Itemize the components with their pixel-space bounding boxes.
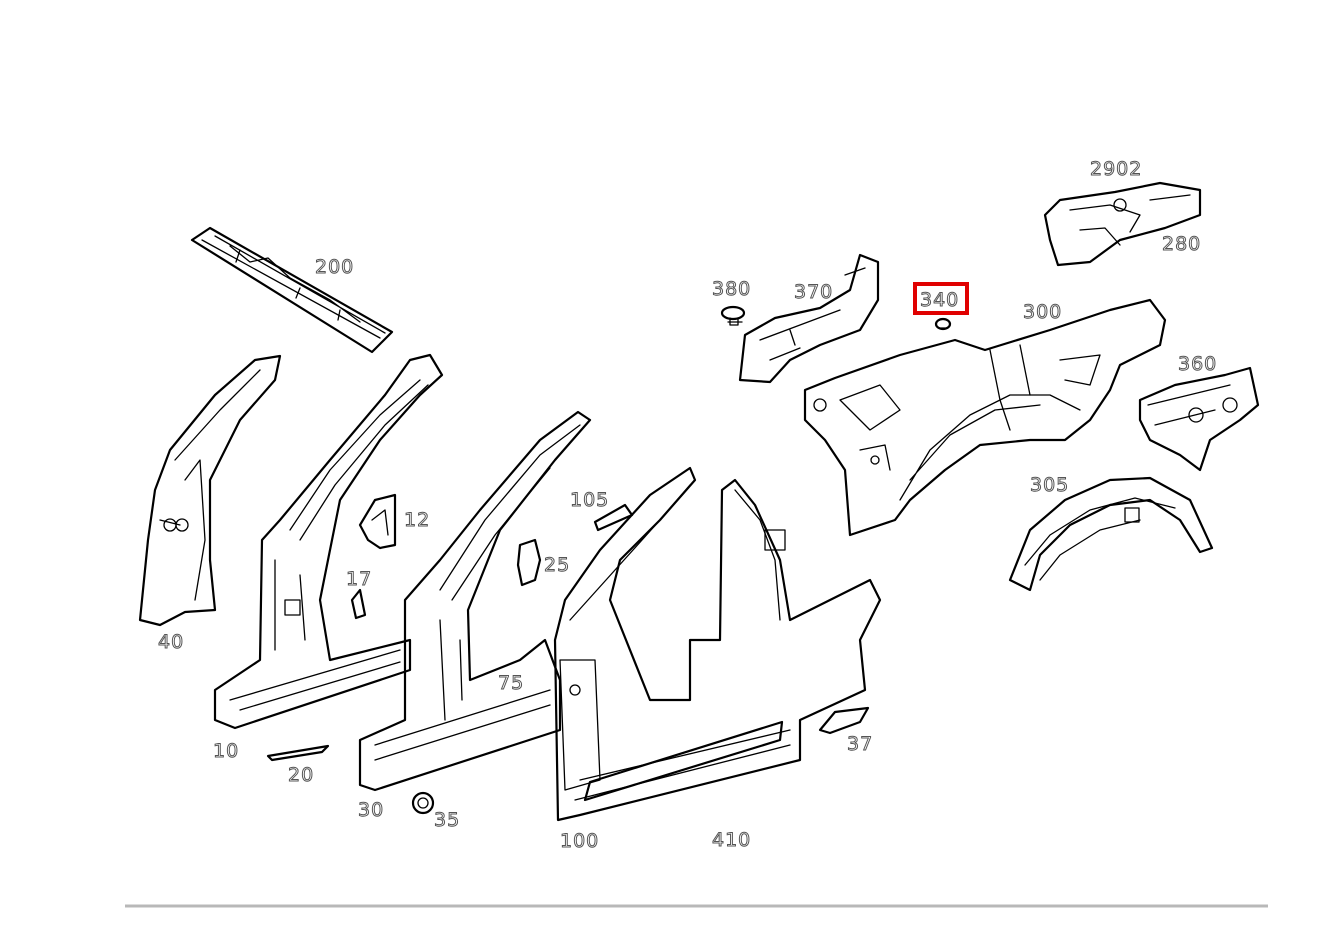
callout-300[interactable]: 300 [1023, 301, 1062, 324]
callout-370[interactable]: 370 [794, 281, 833, 304]
part-370-drawing[interactable] [738, 253, 880, 384]
part-200-drawing[interactable] [190, 226, 394, 354]
part-300-drawing[interactable] [803, 298, 1167, 537]
part-340-drawing[interactable] [934, 317, 952, 331]
part-35-drawing[interactable] [411, 791, 435, 815]
callout-105[interactable]: 105 [570, 489, 609, 512]
part-305-drawing[interactable] [1008, 476, 1214, 592]
part-410-drawing[interactable] [583, 720, 784, 802]
part-2902-drawing[interactable] [1043, 181, 1202, 267]
callout-340[interactable]: 340 [920, 289, 959, 312]
callout-410[interactable]: 410 [712, 829, 751, 852]
callout-25[interactable]: 25 [544, 554, 570, 577]
callout-37[interactable]: 37 [847, 733, 873, 756]
part-40-drawing[interactable] [138, 354, 282, 627]
part-10-drawing[interactable] [213, 353, 444, 730]
part-380-drawing[interactable] [720, 305, 746, 326]
part-25-drawing[interactable] [516, 538, 542, 587]
callout-labels: 200 2902 280 380 370 340 300 360 12 105 … [158, 158, 1217, 853]
callout-380[interactable]: 380 [712, 278, 751, 301]
selected-part-highlight [913, 282, 969, 315]
part-360-drawing[interactable] [1138, 366, 1260, 472]
part-12-drawing[interactable] [358, 493, 397, 550]
callout-100[interactable]: 100 [560, 830, 599, 853]
part-100-drawing[interactable] [553, 466, 882, 822]
callout-35[interactable]: 35 [434, 809, 460, 832]
callout-2902[interactable]: 2902 [1090, 158, 1142, 181]
callout-360[interactable]: 360 [1178, 353, 1217, 376]
callout-305[interactable]: 305 [1030, 474, 1069, 497]
callout-10[interactable]: 10 [213, 740, 239, 763]
callout-280[interactable]: 280 [1162, 233, 1201, 256]
callout-20[interactable]: 20 [288, 764, 314, 787]
callout-12[interactable]: 12 [404, 509, 430, 532]
callout-40[interactable]: 40 [158, 631, 184, 654]
part-30-drawing[interactable] [358, 410, 592, 792]
part-37-drawing[interactable] [818, 706, 870, 735]
callout-200[interactable]: 200 [315, 256, 354, 279]
part-20-drawing[interactable] [266, 744, 330, 762]
part-17-drawing[interactable] [350, 588, 367, 620]
callout-75[interactable]: 75 [498, 672, 524, 695]
callout-30[interactable]: 30 [358, 799, 384, 822]
callout-17[interactable]: 17 [346, 568, 372, 591]
